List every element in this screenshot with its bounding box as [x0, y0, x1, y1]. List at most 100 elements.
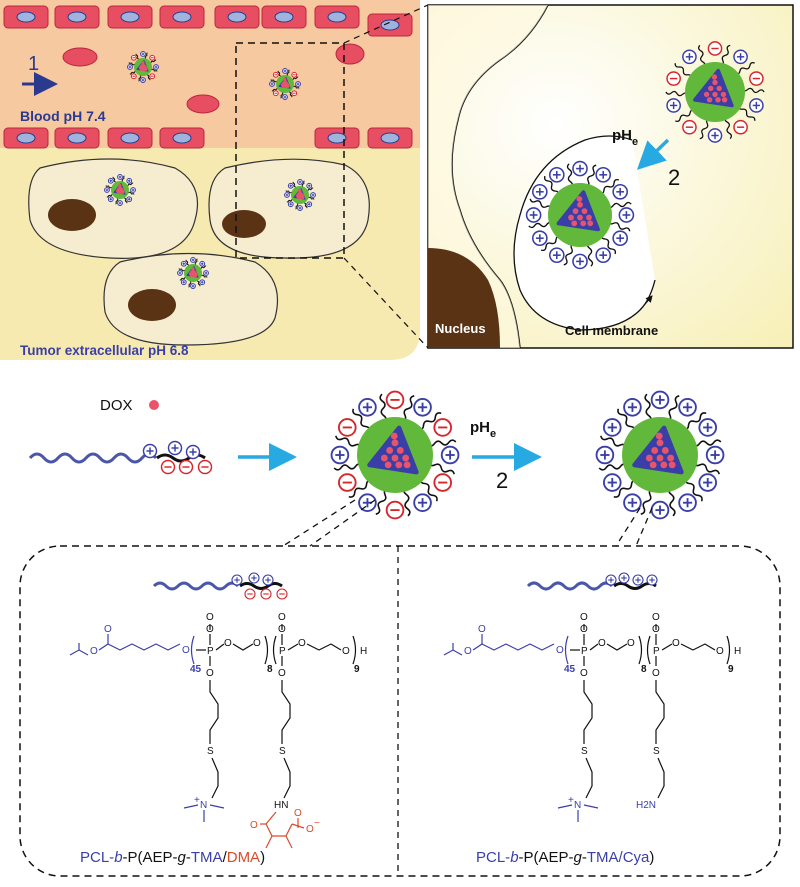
endothelial-cell	[55, 6, 99, 28]
atom-label: O	[464, 646, 472, 657]
bond	[184, 805, 198, 808]
dox-molecule	[721, 92, 726, 97]
negative-charge	[261, 589, 271, 599]
positive-charge	[573, 162, 587, 176]
positive-charge	[359, 494, 376, 511]
negative-charge	[162, 461, 175, 474]
red-blood-cell	[187, 95, 219, 113]
negative-charge	[434, 419, 451, 436]
bond	[216, 644, 224, 650]
positive-charge	[118, 175, 123, 180]
positive-charge	[285, 193, 290, 198]
positive-charge	[127, 197, 132, 202]
positive-charge	[191, 284, 196, 289]
nanoparticle-cya	[597, 392, 724, 519]
positive-charge	[296, 82, 301, 87]
dox-molecule	[708, 86, 713, 91]
positive-charge	[606, 575, 616, 585]
dox-molecule	[118, 184, 121, 187]
connector-line	[616, 508, 640, 546]
positive-charge	[283, 69, 288, 74]
dox-molecule	[712, 80, 717, 85]
bond	[307, 644, 341, 650]
positive-charge	[283, 95, 288, 100]
endothelial-cell	[262, 6, 306, 28]
structures-frame	[20, 546, 780, 876]
dox-molecule	[586, 215, 592, 221]
negative-charge	[339, 419, 356, 436]
cell-nucleus	[128, 289, 176, 321]
dox-molecule	[576, 196, 582, 202]
dox-molecule	[657, 439, 664, 446]
bracket	[727, 636, 730, 664]
endothelial-cell	[315, 6, 359, 28]
bond	[212, 758, 218, 798]
atom-label: +	[194, 795, 200, 806]
subscript-label: 45	[564, 664, 576, 675]
blood-ph-label: Blood pH 7.4	[20, 108, 106, 124]
red-blood-cell	[63, 48, 97, 66]
positive-charge	[288, 183, 293, 188]
bond	[108, 644, 180, 650]
atom-label: S	[581, 746, 588, 757]
dox-molecule	[404, 461, 411, 468]
positive-charge	[596, 248, 610, 262]
positive-charge	[596, 168, 610, 182]
dox-molecule	[660, 461, 667, 468]
positive-charge	[679, 494, 696, 511]
negative-charge	[150, 55, 155, 60]
atom-label: O	[652, 668, 660, 679]
panel-chemical-structures: OOO45POOOO8POOOO9HOSN+OSHNOO−O OOO45POOO…	[20, 546, 780, 876]
polymer-name-dma: PCL-b-P(AEP-g-TMA/DMA)	[80, 849, 265, 866]
bracket	[265, 636, 268, 664]
endothelial-cell	[160, 6, 204, 28]
positive-charge	[298, 180, 303, 185]
dox-molecule	[402, 455, 409, 462]
cell-nucleus	[48, 199, 96, 231]
atom-label: O	[556, 645, 564, 656]
dox-label: DOX	[100, 397, 133, 414]
negative-charge	[292, 72, 297, 77]
endothelial-cell	[215, 6, 259, 28]
positive-charge	[414, 399, 431, 416]
dox-molecule	[662, 447, 669, 454]
bond	[584, 680, 592, 744]
dox-molecule	[392, 455, 399, 462]
bond	[681, 644, 715, 650]
negative-charge	[387, 392, 404, 409]
dox-molecule	[301, 196, 304, 199]
positive-charge	[128, 65, 133, 70]
negative-charge	[683, 121, 696, 134]
positive-charge	[527, 208, 541, 222]
bond	[473, 634, 482, 650]
atom-label: O	[342, 646, 350, 657]
positive-charge	[707, 447, 724, 464]
bond	[584, 805, 598, 808]
dox-molecule	[651, 447, 658, 454]
atom-label: O	[206, 668, 214, 679]
polymer-cartoon	[528, 573, 657, 589]
bracket	[192, 636, 195, 664]
panel-inset-zoom: Nucleus Cell membrane pHe 2	[428, 5, 793, 348]
atom-label: O	[104, 624, 112, 635]
negative-charge	[273, 91, 278, 96]
positive-charge	[249, 573, 259, 583]
atom-label: O	[672, 638, 680, 649]
subscript-label: 45	[190, 664, 202, 675]
dox-molecule	[717, 86, 722, 91]
endothelial-cell	[315, 128, 359, 148]
atom-label: H	[360, 646, 367, 657]
bracket	[353, 636, 356, 664]
dox-molecule	[650, 461, 657, 468]
atom-label: H2N	[636, 800, 656, 811]
atom-label: HN	[274, 800, 288, 811]
atom-label: O	[294, 808, 302, 819]
dox-molecule	[392, 439, 399, 446]
positive-charge	[550, 248, 564, 262]
negative-charge	[277, 589, 287, 599]
atom-label: O	[598, 638, 606, 649]
positive-charge	[683, 50, 696, 63]
bond	[233, 644, 253, 650]
